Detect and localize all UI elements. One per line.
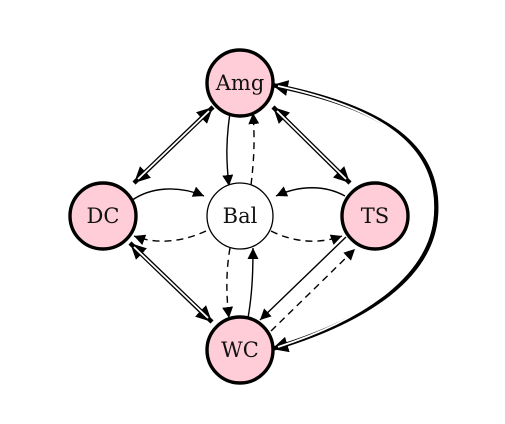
edge-amg-wc-double-curve [271, 80, 439, 353]
edges [128, 80, 439, 353]
edge-amg-dc-double [132, 105, 215, 185]
edge-wc-to-ts [270, 248, 356, 332]
node-ts-label: TS [361, 204, 389, 228]
node-ts: TS [340, 181, 410, 251]
edge-amg-ts-double [271, 105, 352, 185]
node-bal-label: Bal [223, 204, 258, 228]
edge-bal-to-dc [133, 230, 207, 246]
edge-bal-to-ts [270, 230, 343, 245]
node-amg: Amg [205, 48, 275, 118]
edge-ts-to-wc [259, 236, 347, 321]
node-wc: WC [205, 315, 275, 385]
edge-bal-to-wc [222, 247, 234, 319]
node-dc: DC [68, 181, 138, 251]
edge-dc-wc-double [128, 241, 214, 324]
edge-amg-to-bal [222, 112, 234, 187]
node-bal: Bal [206, 182, 274, 250]
edge-wc-to-bal [247, 247, 259, 319]
node-wc-label: WC [221, 338, 259, 362]
node-dc-label: DC [87, 204, 120, 228]
edge-bal-to-amg [248, 112, 260, 186]
node-amg-label: Amg [215, 71, 265, 95]
edge-ts-to-bal [275, 186, 346, 197]
edge-dc-to-bal [130, 186, 205, 202]
